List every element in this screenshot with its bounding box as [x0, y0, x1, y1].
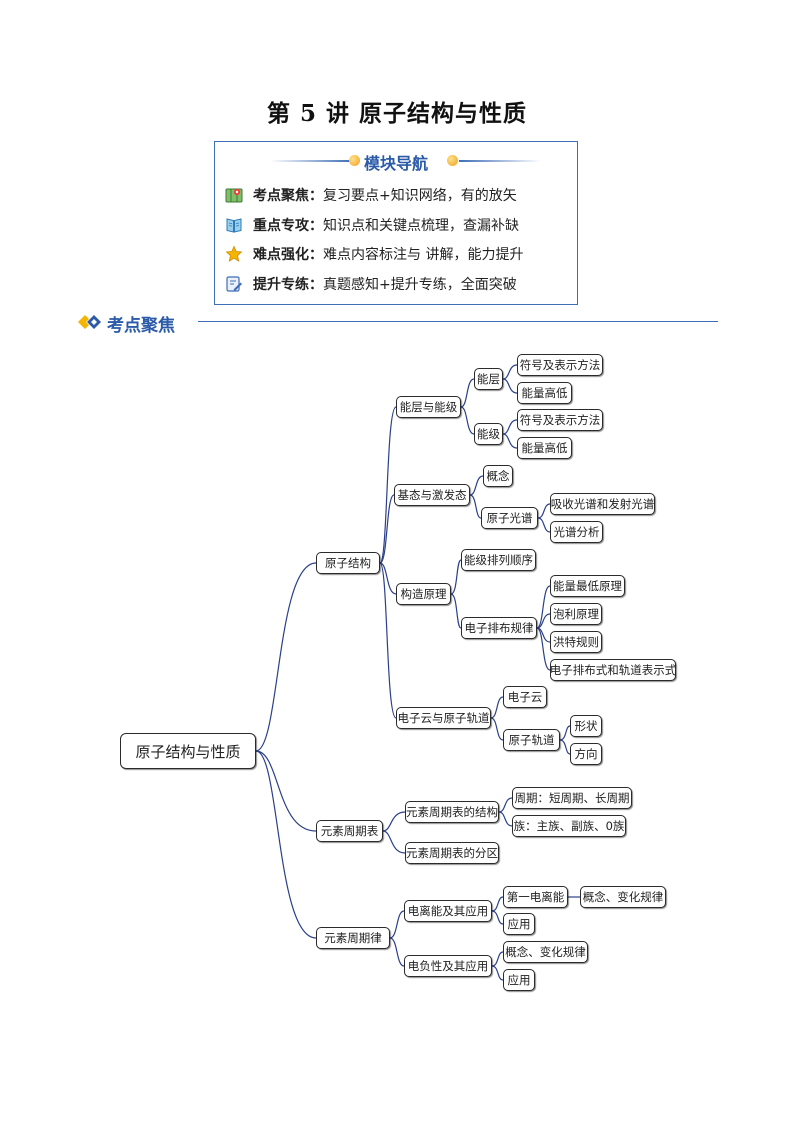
- node-concept: 概念: [483, 465, 513, 487]
- nav-item-desc: 知识点和关键点梳理，查漏补缺: [323, 218, 519, 234]
- node-shell-energy: 能量高低: [517, 382, 572, 404]
- node-shell-symbol: 符号及表示方法: [517, 354, 603, 376]
- page-title: 第 5 讲 原子结构与性质: [266, 100, 528, 127]
- node-energy-shell: 能层: [474, 368, 503, 390]
- nav-item-label: 考点聚焦: [253, 188, 309, 204]
- nav-separator: ：: [309, 277, 323, 293]
- node-electron-cloud: 电子云: [503, 686, 547, 708]
- node-level-order: 能级排列顺序: [461, 549, 536, 571]
- node-ie-application: 应用: [503, 913, 535, 935]
- node-hund: 洪特规则: [550, 631, 602, 653]
- star-icon: [225, 245, 243, 262]
- node-lowest-energy: 能量最低原理: [550, 575, 625, 597]
- node-en-application: 应用: [503, 969, 535, 991]
- node-direction: 方向: [570, 743, 602, 765]
- node-aufbau: 构造原理: [396, 583, 451, 605]
- node-en-concept-trend: 概念、变化规律: [503, 941, 588, 963]
- node-config-orbital-diagram: 电子排布式和轨道表示式: [550, 659, 676, 681]
- heading-line-left: [270, 160, 352, 162]
- nav-item-desc: 复习要点+知识网络，有的放矢: [323, 188, 517, 204]
- map-icon: [225, 188, 243, 203]
- heading-line-right: [459, 160, 541, 162]
- nav-separator: ：: [309, 188, 323, 204]
- node-ground-excited: 基态与激发态: [394, 484, 470, 506]
- node-cloud-orbital: 电子云与原子轨道: [396, 707, 491, 729]
- double-chevron-icon: [78, 315, 101, 329]
- node-first-ionization: 第一电离能: [503, 886, 568, 908]
- heading-dot-right: [447, 155, 458, 166]
- node-atomic-structure: 原子结构: [316, 552, 380, 574]
- node-periodic-law: 元素周期律: [316, 927, 390, 949]
- nav-item-label: 重点专攻: [253, 218, 309, 234]
- node-electronegativity: 电负性及其应用: [404, 955, 492, 977]
- node-periodic-table: 元素周期表: [316, 820, 383, 842]
- nav-separator: ：: [309, 247, 323, 263]
- node-pauli: 泡利原理: [550, 603, 602, 625]
- mindmap-root: 原子结构与性质: [120, 733, 256, 769]
- section-header: 考点聚焦: [76, 310, 726, 336]
- node-ionization-energy: 电离能及其应用: [404, 900, 492, 922]
- node-atomic-orbital: 原子轨道: [503, 729, 560, 751]
- node-absorption-emission: 吸收光谱和发射光谱: [550, 493, 655, 515]
- nav-heading-text: 模块导航: [363, 154, 428, 173]
- node-ie-concept-trend: 概念、变化规律: [580, 886, 666, 908]
- node-periods: 周期：短周期、长周期: [512, 787, 632, 809]
- node-energy-shells-levels: 能层与能级: [396, 396, 461, 418]
- nav-separator: ：: [309, 218, 323, 234]
- node-shape: 形状: [570, 715, 602, 737]
- section-rule: [198, 321, 718, 322]
- nav-item-label: 难点强化: [253, 247, 309, 263]
- node-spectral-analysis: 光谱分析: [550, 521, 603, 543]
- heading-dot-left: [349, 155, 360, 166]
- node-level-symbol: 符号及表示方法: [517, 409, 603, 431]
- node-atomic-spectrum: 原子光谱: [481, 507, 538, 529]
- edit-icon: [226, 276, 242, 292]
- node-energy-level: 能级: [474, 423, 503, 445]
- module-nav-box: 模块导航 考点聚焦：复习要点+知识网络，有的放矢 重点专攻：知识点和关键点梳理，…: [214, 141, 578, 305]
- nav-item-desc: 真题感知+提升专练，全面突破: [323, 277, 517, 293]
- nav-item-label: 提升专练: [253, 277, 309, 293]
- node-level-energy: 能量高低: [517, 437, 572, 459]
- node-table-structure: 元素周期表的结构: [405, 801, 499, 823]
- node-groups: 族：主族、副族、0族: [512, 815, 626, 837]
- nav-item-desc: 难点内容标注与 讲解，能力提升: [323, 247, 524, 263]
- nav-heading: 模块导航: [215, 150, 577, 173]
- section-title: 考点聚焦: [107, 316, 175, 336]
- book-icon: [226, 218, 242, 233]
- node-table-blocks: 元素周期表的分区: [405, 842, 499, 864]
- node-electron-config-rules: 电子排布规律: [461, 617, 537, 639]
